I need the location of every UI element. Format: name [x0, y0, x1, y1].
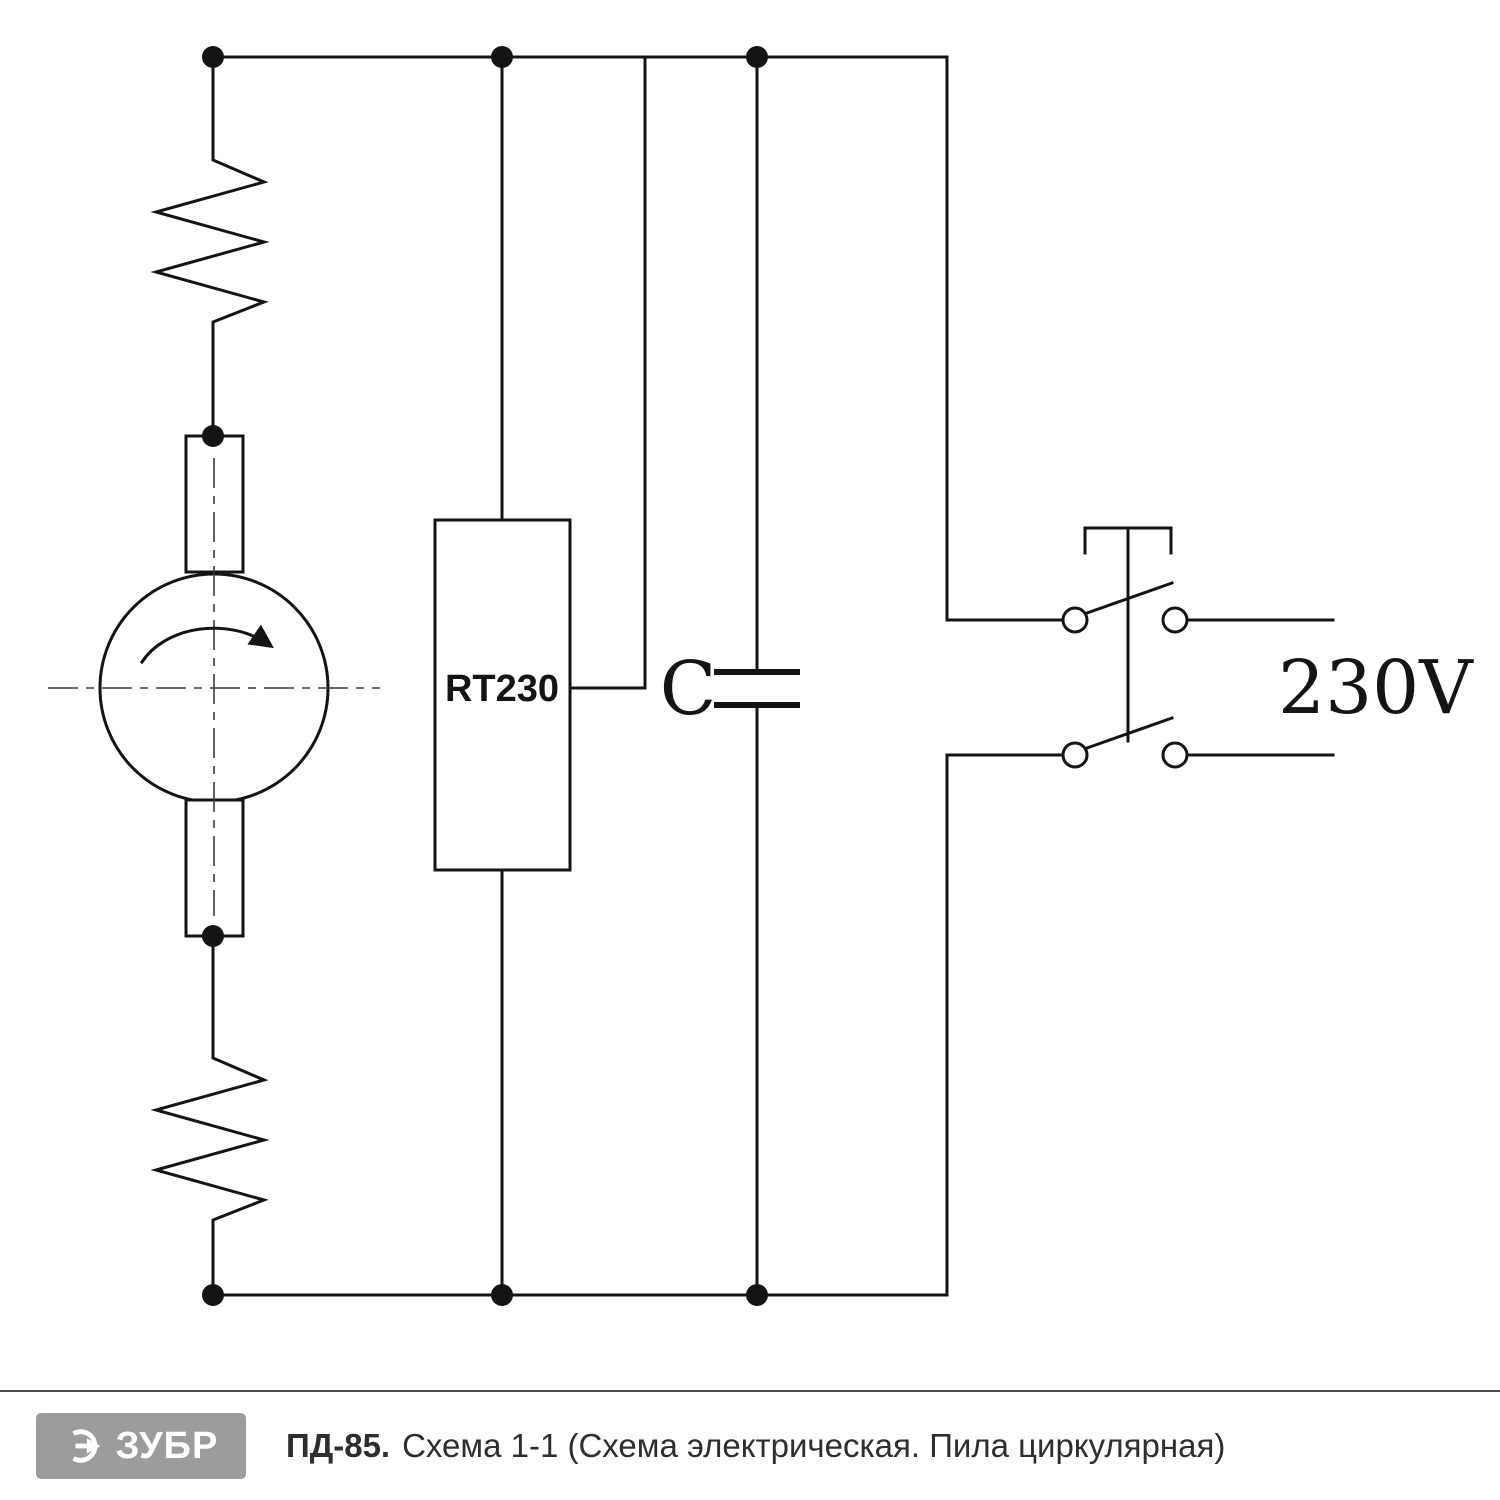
circuit-diagram: RT230 C 230V ~	[48, 46, 1500, 1306]
zubr-logo-icon	[72, 1429, 100, 1463]
capacitor-label: C	[660, 646, 717, 732]
capacitor-plates	[714, 669, 800, 708]
diagram-caption: ПД-85. Схема 1-1 (Схема электрическая. П…	[286, 1427, 1225, 1465]
switch-wires	[945, 55, 1335, 1297]
caption-text: Схема 1-1 (Схема электрическая. Пила цир…	[402, 1427, 1226, 1464]
switch-contact	[1061, 606, 1089, 634]
switch-actuator	[1083, 526, 1173, 743]
switch-contact	[1161, 606, 1189, 634]
rt230-box	[433, 518, 572, 872]
rt230-label: RT230	[445, 668, 559, 710]
switch-contact	[1061, 741, 1089, 769]
brand-logo: ЗУБР	[36, 1413, 246, 1479]
model-number: ПД-85.	[286, 1427, 391, 1464]
rotation-arrow-icon	[139, 624, 274, 665]
rt230-wires	[500, 55, 647, 1297]
switch-contact	[1161, 741, 1189, 769]
voltage-label: 230V ~	[1278, 645, 1500, 731]
brand-name: ЗУБР	[115, 1424, 219, 1467]
junction-dots	[202, 46, 768, 1306]
footer: ЗУБР ПД-85. Схема 1-1 (Схема электрическ…	[0, 1390, 1500, 1500]
bus-wires	[211, 55, 949, 1297]
top-field-winding	[150, 55, 270, 438]
bottom-field-winding	[150, 934, 270, 1297]
